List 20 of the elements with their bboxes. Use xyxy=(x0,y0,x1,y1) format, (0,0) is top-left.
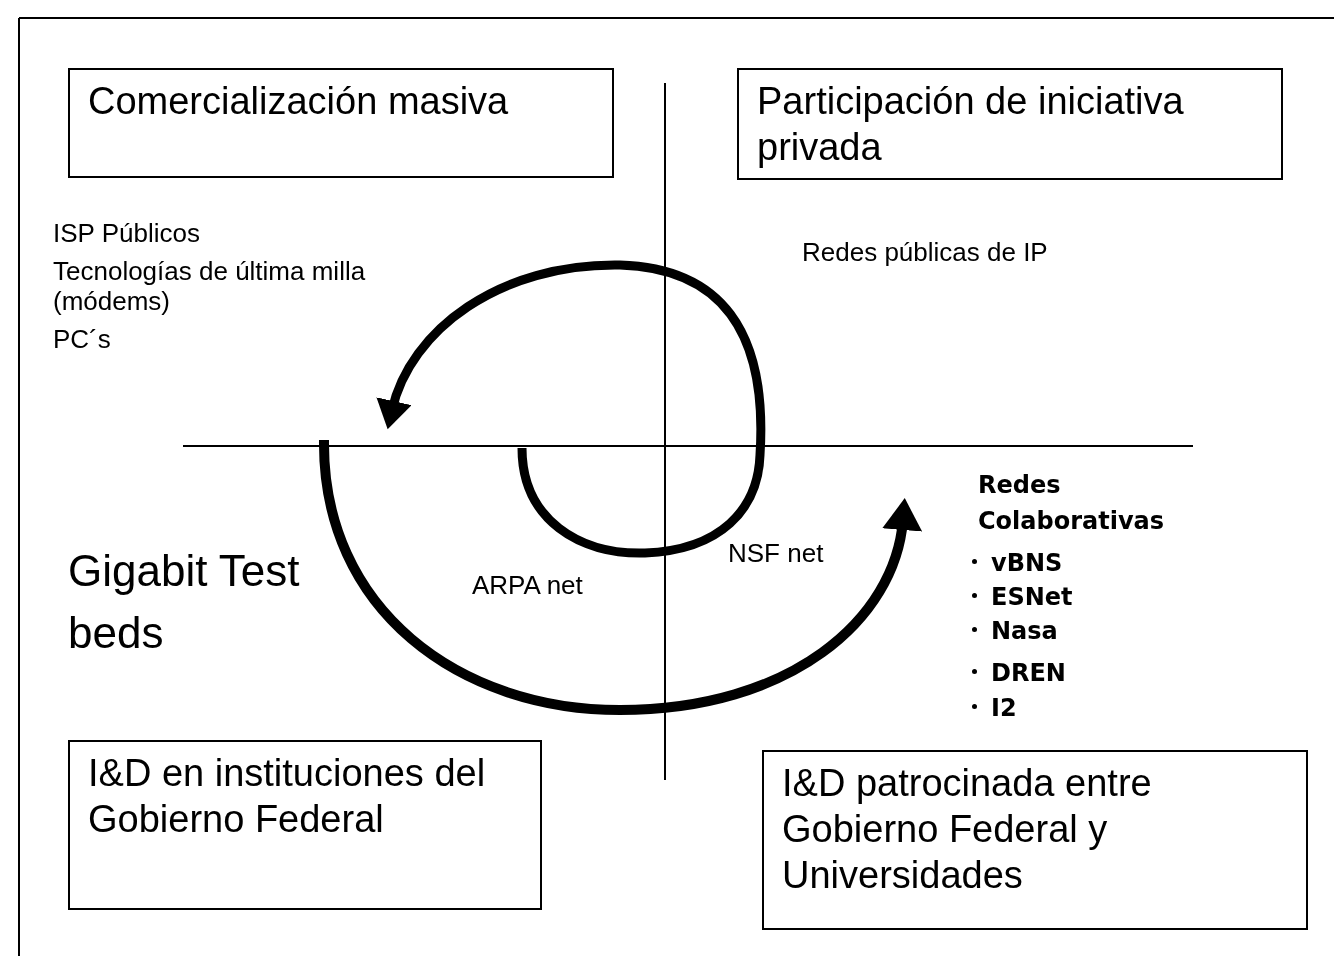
box-title: I&D en instituciones del Gobierno Federal xyxy=(88,751,487,842)
box-title: Participación de iniciativa privada xyxy=(757,79,1185,170)
text-label: ARPA net xyxy=(472,570,584,600)
list-item-text: ESNet xyxy=(991,583,1073,611)
box-title: I&D patrocinada entre Gobierno Federal y Universidades xyxy=(782,761,1153,898)
box-title: Comercialización masiva xyxy=(88,79,510,124)
quadrant-label: Gigabit Test beds xyxy=(68,545,301,659)
text-label: Tecnologías de última milla (módems) xyxy=(53,256,367,316)
list-item-text: DREN xyxy=(991,659,1066,687)
text-label: Redes públicas de IP xyxy=(802,237,1049,267)
list-item-text: I2 xyxy=(991,694,1017,722)
list-item-text: vBNS xyxy=(991,549,1063,577)
quadrant-box xyxy=(762,750,1308,930)
quadrant-box xyxy=(737,68,1283,180)
list-item-text: Nasa xyxy=(991,617,1058,645)
quadrant-box xyxy=(68,68,614,178)
text-label: PC´s xyxy=(53,324,112,354)
quadrant-box xyxy=(68,740,542,910)
text-label: NSF net xyxy=(728,538,825,568)
text-label: ISP Públicos xyxy=(53,218,201,248)
